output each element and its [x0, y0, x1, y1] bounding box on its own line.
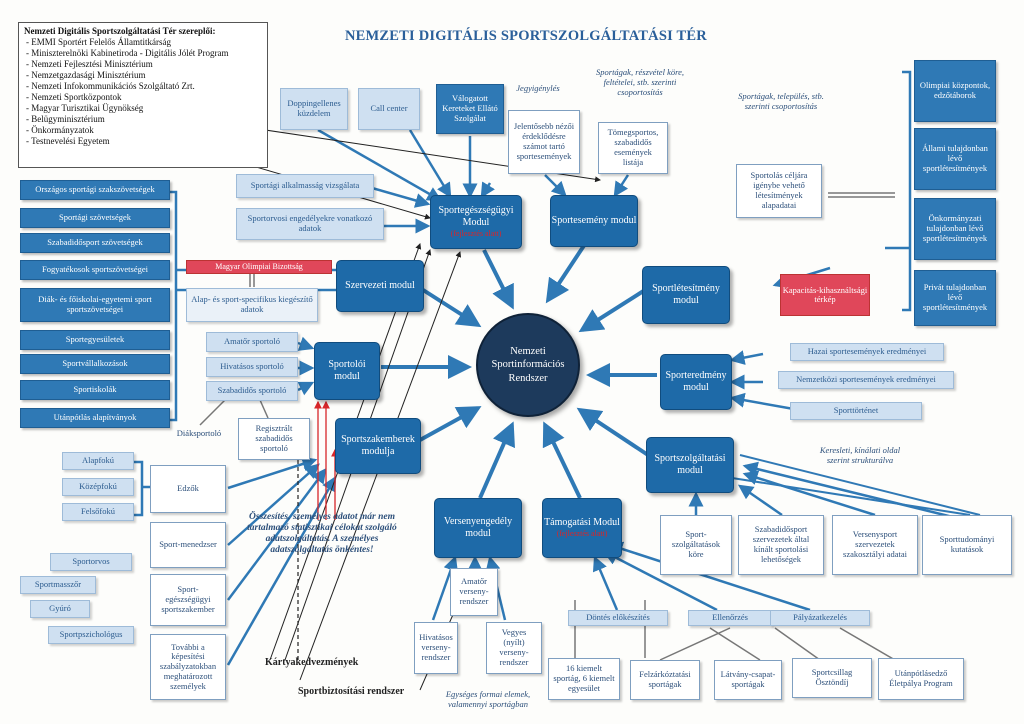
support-item-box: Felzárkóztatási sportágak [630, 660, 700, 700]
org-item: Utánpótlás alapítványok [20, 408, 170, 428]
legend-item: - Miniszterelnöki Kabinetiroda - Digitál… [26, 47, 229, 58]
facility-type-box: Privát tulajdonban lévő sportlétesítmény… [914, 270, 996, 326]
module-experts[interactable]: Sportszakemberek modulja [335, 418, 421, 474]
support-task-box: Döntés előkészítés [568, 610, 668, 626]
support-task-box: Pályázatkezelés [770, 610, 870, 626]
jelentos-box: Jelentősebb nézői érdeklődésre számot ta… [508, 110, 580, 174]
sportegeszsegugyi-box: Sport-egészségügyi sportszakember [150, 574, 226, 626]
sportagak-tel-note: Sportágak, település, stb. szerinti csop… [738, 91, 824, 111]
health-expert-box: Sportpszichológus [48, 626, 134, 644]
org-item: Fogyatékosok sportszövetségei [20, 260, 170, 280]
module-facility[interactable]: Sportlétesítmény modul [642, 266, 730, 324]
org-item: Sportiskolák [20, 380, 170, 400]
module-support[interactable]: Támogatási Modul (fejlesztés alatt) [542, 498, 622, 558]
service-item-box: Sport-szolgáltatások köre [660, 515, 732, 575]
page-title: NEMZETI DIGITÁLIS SPORTSZOLGÁLTATÁSI TÉR [345, 28, 707, 44]
module-athlete[interactable]: Sportolói modul [314, 342, 380, 400]
org-item: Sportegyesületek [20, 330, 170, 350]
module-support-status: (fejlesztés alatt) [556, 529, 608, 539]
egyseges-note: Egységes formai elemek, valamennyi sport… [445, 689, 531, 709]
support-item-box: Látvány-csapat-sportágak [714, 660, 782, 700]
org-item: Sportági szövetségek [20, 208, 170, 228]
doping-box: Doppingellenes küzdelem [280, 88, 348, 130]
coach-level-box: Alapfokú [62, 452, 134, 470]
service-item-box: Versenysport szervezetek szakosztályi ad… [832, 515, 918, 575]
legend-heading: Nemzeti Digitális Sportszolgáltatási Tér… [24, 26, 216, 36]
module-services[interactable]: Sportszolgáltatási modul [646, 437, 734, 493]
support-item-box: Utánpótlásedző Életpálya Program [878, 658, 964, 700]
kartya-label: Kártyakedvezmények [265, 657, 359, 668]
biztositas-label: Sportbiztosítási rendszer [298, 686, 405, 697]
callcenter-box: Call center [358, 88, 420, 130]
result-item-box: Hazai sportesemények eredményei [790, 343, 944, 361]
health-expert-box: Sportorvos [50, 553, 132, 571]
kapacitas-box: Kapacitás-kihasználtsági térkép [780, 274, 870, 316]
support-item-box: 16 kiemelt sportág, 6 kiemelt egyesület [548, 658, 620, 700]
legend-box: Nemzeti Digitális Sportszolgáltatási Tér… [18, 22, 268, 168]
jegyigenyles-note: Jegyigénylés [516, 83, 560, 93]
licence-vegyes-box: Vegyes (nyílt) verseny-rendszer [486, 622, 542, 674]
legend-item: - Nemzeti Sportközpontok [26, 91, 122, 102]
legend-item: - Nemzeti Fejlesztési Minisztérium [26, 58, 153, 69]
engedely-box: Sportorvosi engedélyekre vonatkozó adato… [236, 208, 384, 240]
facility-type-box: Olimpiai központok, edzőtáborok [914, 60, 996, 122]
legend-item: - Testnevelési Egyetem [26, 135, 110, 146]
athlete-type-box: Amatőr sportoló [206, 332, 298, 352]
licence-hivatasos-box: Hivatásos verseny-rendszer [414, 622, 458, 674]
legend-items: - EMMI Sportért Felelős Államtitkárság- … [24, 37, 262, 147]
result-item-box: Nemzetközi sportesemények eredményei [778, 371, 954, 389]
support-task-box: Ellenőrzés [688, 610, 772, 626]
sportmenedzser-box: Sport-menedzser [150, 522, 226, 568]
health-expert-box: Gyúró [30, 600, 90, 618]
diaksportolo-label: Diáksportoló [176, 428, 222, 439]
tovabbi-box: További a képesítési szabályzatokban meg… [150, 634, 226, 700]
module-health-label: Sportegészségügyi Modul [438, 205, 514, 229]
service-item-box: Szabadidősport szervezetek által kínált … [738, 515, 824, 575]
licence-amator-box: Amatőr verseny-rendszer [450, 568, 498, 616]
tomeg-box: Tömegsportos, szabadidős események listá… [598, 122, 668, 174]
module-licence[interactable]: Versenyengedély modul [434, 498, 522, 558]
org-item: Országos sportági szakszövetségek [20, 180, 170, 200]
coach-level-box: Felsőfokú [62, 503, 134, 521]
legend-item: - EMMI Sportért Felelős Államtitkárság [26, 36, 171, 47]
legend-item: - Magyar Turisztikai Ügynökség [26, 102, 144, 113]
alkalmassag-box: Sportági alkalmasság vizsgálata [236, 174, 374, 198]
olimpiai-bizottsag-box: Magyar Olimpiai Bizottság [186, 260, 332, 274]
module-health[interactable]: Sportegészségügyi Modul (fejlesztés alat… [430, 195, 522, 249]
org-item: Szabadidősport szövetségek [20, 233, 170, 253]
athlete-type-box: Hivatásos sportoló [206, 357, 298, 377]
org-item: Sportvállalkozások [20, 354, 170, 374]
legend-item: - Nemzeti Infokommunikációs Szolgáltató … [26, 80, 195, 91]
module-org[interactable]: Szervezeti modul [336, 260, 424, 312]
facility-type-box: Állami tulajdonban lévő sportlétesítmény… [914, 128, 996, 190]
athlete-type-box: Szabadidős sportoló [206, 381, 298, 401]
legend-item: - Önkormányzatok [26, 124, 94, 135]
coach-level-box: Középfokú [62, 478, 134, 496]
edzok-box: Edzők [150, 465, 226, 513]
support-item-box: Sportcsillag Ösztöndíj [792, 658, 872, 698]
kereslet-note: Keresleti, kínálati oldal szerint strukt… [819, 445, 901, 465]
result-item-box: Sporttörténet [790, 402, 922, 420]
module-events[interactable]: Sportesemény modul [550, 195, 638, 247]
osszesites-note: Összesítés, személyes adatot már nem tar… [247, 512, 397, 555]
module-results[interactable]: Sporteredmény modul [660, 354, 732, 410]
sportagak-resz-note: Sportágak, részvétel köre, feltételei, s… [596, 67, 684, 97]
valogatott-box: Válogatott Kereteket Ellátó Szolgálat [436, 84, 504, 134]
module-support-label: Támogatási Modul [544, 517, 620, 529]
alap-adatok-box: Alap- és sport-specifikus kiegészítő ada… [186, 288, 318, 322]
facility-type-box: Önkormányzati tulajdonban lévő sportléte… [914, 198, 996, 260]
regisztralt-box: Regisztrált szabadidős sportoló [238, 418, 310, 460]
org-item: Diák- és főiskolai-egyetemi sport sports… [20, 288, 170, 322]
module-health-status: (fejlesztés alatt) [450, 229, 502, 239]
legend-item: - Nemzetgazdasági Minisztérium [26, 69, 146, 80]
legend-item: - Belügyminisztérium [26, 113, 105, 124]
service-item-box: Sporttudományi kutatások [922, 515, 1012, 575]
center-system[interactable]: Nemzeti Sportinformációs Rendszer [476, 313, 580, 417]
health-expert-box: Sportmasszőr [20, 576, 96, 594]
sportolas-celjara-box: Sportolás céljára igénybe vehető létesít… [736, 164, 822, 218]
